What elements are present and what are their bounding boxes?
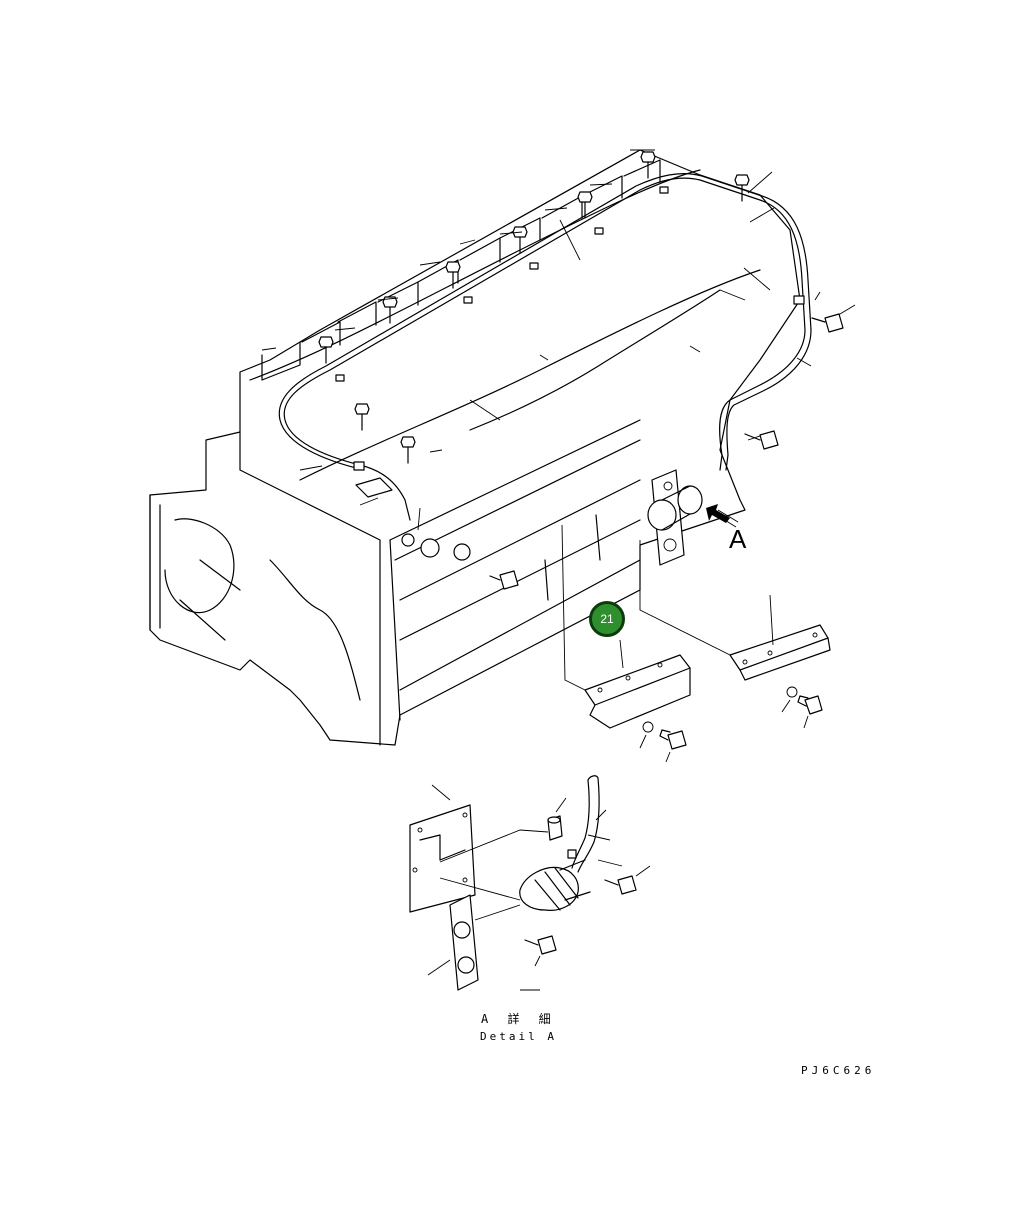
view-a-arrow [706, 504, 739, 528]
detail-a-view [409, 775, 651, 991]
leader-lines [261, 149, 856, 531]
injector-bolts [318, 151, 750, 464]
part-callout-badge[interactable]: 21 [589, 601, 625, 637]
cylinder-heads [261, 159, 661, 381]
detail-label-jp: A 詳 細 [481, 1012, 557, 1026]
figure-code: PJ6C626 [801, 1064, 876, 1077]
engine-block [149, 149, 801, 746]
overflow-pipe [278, 173, 812, 521]
part-callout-number: 21 [600, 612, 614, 626]
bracket-right [639, 540, 831, 681]
bracket-center [561, 524, 691, 729]
bracket-bolts [639, 686, 823, 763]
pipe-clamps [335, 186, 805, 498]
block-bolts [401, 313, 844, 601]
detail-label-en: Detail A [480, 1030, 557, 1043]
nozzle-assembly [647, 469, 703, 566]
view-a-letter: A [729, 524, 747, 554]
